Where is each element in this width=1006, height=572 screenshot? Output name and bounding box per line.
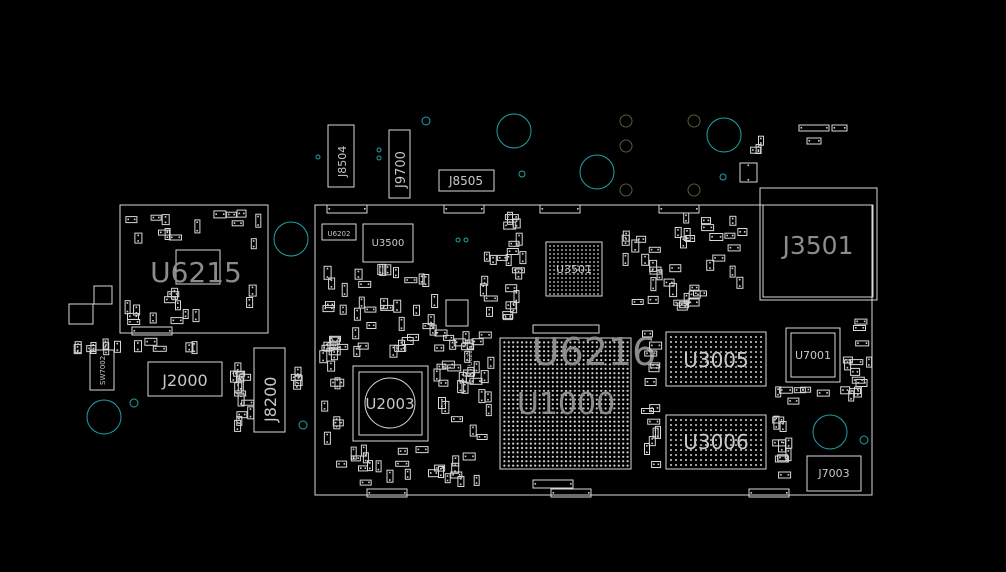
u6202-chip: U6202 — [321, 223, 357, 241]
u1000-top-connector — [532, 324, 600, 334]
u3500-label: U3500 — [372, 238, 405, 249]
j9700-label: J9700 — [394, 151, 409, 189]
j3501-label: J3501 — [781, 231, 854, 260]
u3005-label: U3005 — [683, 348, 749, 372]
u7001-chip: U7001 — [785, 327, 841, 383]
u2003-chip: U2003 — [352, 365, 429, 442]
small-chip-left — [68, 285, 113, 325]
u2003-label: U2003 — [365, 395, 414, 413]
connector-j9700: J9700 — [388, 129, 411, 199]
j3501-connector-outline — [759, 187, 878, 301]
j8200-label: J8200 — [261, 377, 280, 423]
u6202-label: U6202 — [328, 230, 351, 238]
j3501-inner-outline — [762, 204, 874, 298]
u6216-small-chip: U6216 — [445, 299, 474, 366]
mounting-holes — [86, 113, 848, 450]
sw7002-label: SW7002 — [99, 356, 107, 385]
u3501-chip: U3501 — [545, 241, 603, 297]
u6215-label: U6215 — [150, 256, 242, 289]
component-pins — [76, 127, 870, 494]
connector-j2000: J2000 — [147, 361, 223, 397]
u3006-ball-grid — [670, 419, 762, 466]
j8505-label: J8505 — [448, 174, 483, 188]
j7003-label: J7003 — [817, 467, 849, 480]
u7001-label: U7001 — [795, 349, 831, 362]
u3006-memory: U3006 — [665, 414, 767, 470]
u6216-small-label: U6216 — [467, 346, 474, 366]
u1000-ball-grid — [503, 341, 629, 467]
mounting-holes-dark — [619, 114, 701, 197]
main-board-outline — [314, 204, 873, 496]
u1000-soc: U6216 U1000 — [499, 330, 657, 470]
board-outlines — [119, 187, 878, 496]
u1000-label: U1000 — [517, 387, 615, 422]
u3006-label: U3006 — [683, 430, 749, 454]
u3501-ball-grid — [549, 245, 599, 295]
small-vias — [129, 116, 869, 445]
j8504-label: J8504 — [336, 146, 349, 178]
u6216-label: U6216 — [532, 330, 657, 374]
passive-components — [73, 124, 873, 498]
connector-j7003: J7003 — [806, 455, 862, 492]
connector-j8200: J8200 — [253, 347, 286, 433]
u3501-label: U3501 — [556, 263, 592, 276]
left-board-outline — [119, 204, 269, 334]
u6215-region: U6215 — [150, 249, 242, 289]
j2000-label: J2000 — [161, 371, 207, 390]
u3005-memory: U3005 — [665, 331, 767, 387]
connector-j8504: J8504 — [327, 124, 355, 188]
u3005-ball-grid — [670, 336, 762, 383]
u3500-chip: U3500 — [362, 223, 414, 263]
sw7002-switch: SW7002 — [89, 349, 115, 391]
connector-j8505: J8505 — [438, 169, 495, 192]
